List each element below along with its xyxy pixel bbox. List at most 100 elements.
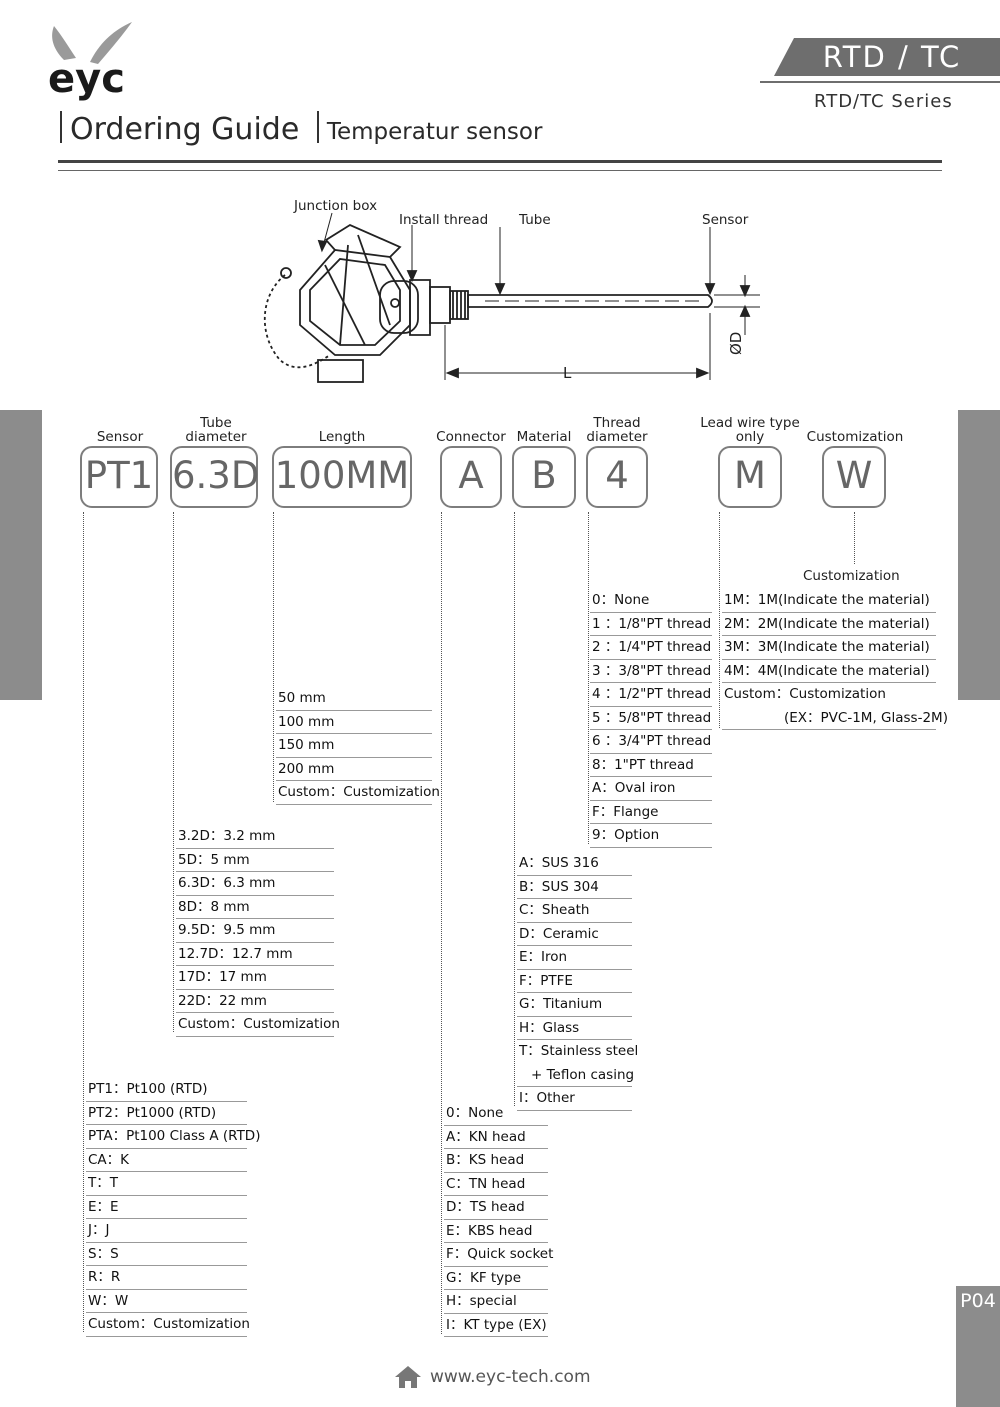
list-item: F：Flange: [590, 801, 712, 824]
home-icon: [395, 1366, 421, 1388]
list-item: G：KF type: [444, 1267, 548, 1290]
list-item: 12.7D：12.7 mm: [176, 943, 334, 966]
list-item: 6 ：3/4"PT thread: [590, 730, 712, 754]
list-item: C：TN head: [444, 1173, 548, 1196]
page-number: P04: [960, 1290, 996, 1312]
list-item: 3M：3M(Indicate the material): [722, 636, 936, 660]
list-thread: 0：None 1 ：1/8"PT thread 2 ：1/4"PT thread…: [590, 589, 712, 848]
header-rule-thin: [58, 170, 942, 171]
list-connector: 0：None A：KN head B：KS head C：TN head D：T…: [444, 1102, 553, 1337]
connector-line-connector: [441, 512, 442, 1334]
list-item: (EX：PVC-1M, Glass-2M): [722, 707, 948, 730]
page-tab: [956, 1286, 1000, 1407]
list-item: H：Glass: [517, 1017, 632, 1040]
svg-text:eyc: eyc: [48, 56, 125, 102]
list-item: 1 ：1/8"PT thread: [590, 613, 712, 636]
connector-line-customization: [854, 512, 855, 564]
list-item: 4M：4M(Indicate the material): [722, 660, 936, 683]
code-box-thread: 4: [586, 446, 648, 508]
list-item: R：R: [86, 1266, 247, 1290]
list-item: 100 mm: [276, 711, 432, 734]
list-item: 2 ：1/4"PT thread: [590, 636, 712, 660]
list-sensor: PT1：Pt100 (RTD) PT2：Pt1000 (RTD) PTA：Pt1…: [86, 1078, 260, 1337]
list-item: J：J: [86, 1219, 247, 1243]
title-sub: Temperatur sensor: [326, 119, 543, 145]
list-item: W：W: [86, 1290, 247, 1313]
list-item: PT1：Pt100 (RTD): [86, 1078, 247, 1102]
code-box-tube-diameter: 6.3D: [170, 446, 259, 508]
connector-line-lead-wire: [719, 512, 720, 728]
list-item: 3.2D：3.2 mm: [176, 825, 334, 849]
header-tube-diameter: Tube diameter: [185, 415, 247, 445]
list-item: G：Titanium: [517, 993, 632, 1017]
connector-line-length: [273, 512, 274, 802]
badge-underline: [760, 81, 1000, 83]
list-item: Custom：Customization: [724, 686, 886, 702]
right-side-tab: [958, 410, 1000, 700]
list-item: B：KS head: [444, 1149, 548, 1173]
code-box-length: 100MM: [272, 446, 412, 508]
list-item: 4 ：1/2"PT thread: [590, 683, 712, 707]
list-item: 5D：5 mm: [176, 849, 334, 872]
header-sensor: Sensor: [96, 429, 144, 445]
list-item: 22D：22 mm: [176, 990, 334, 1013]
list-item: 1M：1M(Indicate the material): [722, 589, 936, 613]
list-item: E：Iron: [517, 946, 632, 970]
label-sensor: Sensor: [702, 212, 749, 228]
list-item: 9.5D：9.5 mm: [176, 919, 334, 943]
header-material: Material: [516, 429, 572, 445]
left-side-tab: [0, 410, 42, 700]
label-tube: Tube: [519, 212, 551, 228]
title-main: Ordering Guide: [70, 112, 300, 147]
list-item: A：KN head: [444, 1126, 548, 1149]
list-item: PTA：Pt100 Class A (RTD): [86, 1125, 260, 1149]
list-item: 6.3D：6.3 mm: [176, 872, 334, 896]
list-item: E：E: [86, 1196, 247, 1219]
list-tube-diameter: 3.2D：3.2 mm 5D：5 mm 6.3D：6.3 mm 8D：8 mm …: [176, 825, 340, 1037]
header-connector: Connector: [436, 429, 506, 445]
page-title: Ordering Guide Temperatur sensor: [60, 111, 542, 147]
connector-line-thread: [588, 512, 589, 844]
category-badge: RTD / TC: [774, 38, 1000, 76]
series-label: RTD/TC Series: [814, 91, 953, 112]
list-item: C：Sheath: [517, 899, 632, 923]
list-item: A：SUS 316: [517, 852, 632, 876]
list-item: + Teflon casing: [517, 1064, 634, 1087]
label-diameter: ØD: [727, 331, 745, 355]
label-install-thread: Install thread: [399, 212, 489, 228]
list-item: S：S: [86, 1243, 247, 1266]
connector-line-tube: [173, 512, 174, 1032]
list-item: I：Other: [517, 1087, 632, 1111]
list-item: I：KT type (EX): [444, 1314, 548, 1337]
label-length-l: L: [563, 364, 572, 382]
list-item: D：Ceramic: [517, 923, 632, 946]
list-item: 8D：8 mm: [176, 896, 334, 919]
list-item: 8：1"PT thread: [590, 754, 712, 777]
label-junction-box: Junction box: [294, 198, 378, 214]
list-item: 0：None: [590, 589, 712, 613]
list-item: 150 mm: [276, 734, 432, 758]
list-item: Custom：Customization: [86, 1313, 250, 1337]
list-item: H：special: [444, 1290, 548, 1314]
website-url: www.eyc-tech.com: [430, 1367, 591, 1387]
list-item: 9：Option: [590, 824, 712, 848]
list-item: A：Oval iron: [590, 777, 712, 801]
sensor-diagram: [263, 212, 760, 383]
list-material: A：SUS 316 B：SUS 304 C：Sheath D：Ceramic E…: [517, 852, 638, 1111]
list-item: PT2：Pt1000 (RTD): [86, 1102, 247, 1125]
code-box-customization: W: [822, 446, 886, 508]
list-item: 17D：17 mm: [176, 966, 334, 990]
header-thread-diameter: Thread diameter: [586, 415, 648, 445]
list-item: F：PTFE: [517, 970, 632, 993]
list-item: 5 ：5/8"PT thread: [590, 707, 712, 730]
list-item: 0：None: [444, 1102, 548, 1126]
code-box-material: B: [512, 446, 576, 508]
header-lead-wire: Lead wire type only: [700, 415, 800, 445]
eyc-logo: eyc: [48, 22, 132, 102]
list-item: CA：K: [86, 1149, 247, 1172]
list-lead-wire: 1M：1M(Indicate the material) 2M：2M(Indic…: [722, 589, 948, 730]
customization-title: Customization: [803, 568, 900, 584]
code-box-sensor: PT1: [80, 446, 158, 508]
header-length: Length: [318, 429, 366, 445]
list-item: Custom：Customization: [176, 1013, 340, 1037]
